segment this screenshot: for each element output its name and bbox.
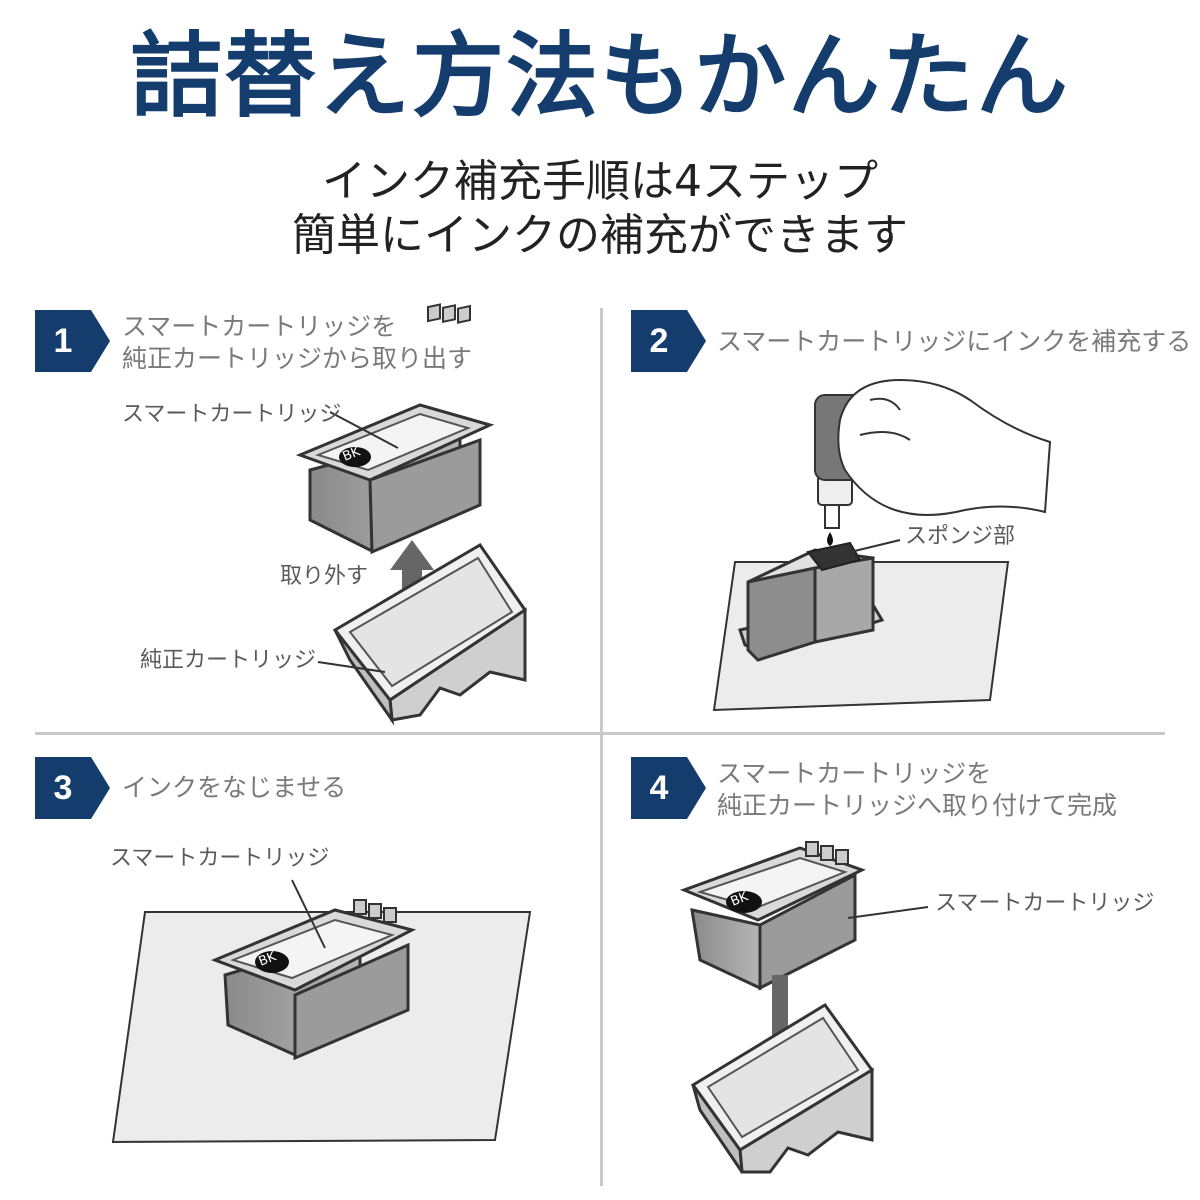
step-4-text-line-1: スマートカートリッジを bbox=[717, 759, 992, 788]
step-1-label-remove: 取り外す bbox=[280, 564, 369, 589]
step-2-number: 2 bbox=[649, 322, 669, 360]
step-4-number: 4 bbox=[649, 769, 669, 807]
step-2-text-line-1: スマートカートリッジにインクを補充する bbox=[717, 327, 1192, 356]
step-2-sponge bbox=[806, 541, 862, 572]
step-2-badge: 2 bbox=[631, 310, 706, 372]
step-2-label-sponge: スポンジ部 bbox=[905, 524, 1016, 549]
step-1-illustration bbox=[295, 303, 528, 726]
subtitle-line-2: 簡単にインクの補充ができます bbox=[292, 210, 908, 261]
step-1-label-smart-cartridge: スマートカートリッジ bbox=[122, 402, 342, 427]
subtitle-line-1: インク補充手順は4ステップ bbox=[322, 156, 878, 207]
step-3-illustration bbox=[111, 879, 532, 1144]
step-1-text-line-1: スマートカートリッジを bbox=[122, 312, 397, 341]
step-1-number: 1 bbox=[53, 322, 73, 360]
vertical-divider bbox=[600, 308, 603, 1186]
step-1-text-line-2: 純正カートリッジから取り出す bbox=[122, 344, 473, 373]
step-1-badge: 1 bbox=[35, 310, 110, 372]
step-4-label-smart-cartridge: スマートカートリッジ bbox=[935, 891, 1155, 916]
step-3-text-line-1: インクをなじませる bbox=[122, 773, 347, 802]
step-4-text-line-2: 純正カートリッジへ取り付けて完成 bbox=[717, 791, 1118, 820]
step-1-label-original-cartridge: 純正カートリッジ bbox=[140, 648, 317, 673]
step-1-bk-badge-shape bbox=[339, 447, 371, 467]
step-3-number: 3 bbox=[53, 769, 73, 807]
step-3-badge: 3 bbox=[35, 757, 110, 819]
step-3-label-smart-cartridge: スマートカートリッジ bbox=[110, 846, 330, 871]
step-4-badge: 4 bbox=[631, 757, 706, 819]
horizontal-divider bbox=[35, 732, 1165, 735]
step-2-illustration bbox=[712, 378, 1052, 712]
page-title: 詰替え方法もかんたん bbox=[129, 23, 1070, 130]
